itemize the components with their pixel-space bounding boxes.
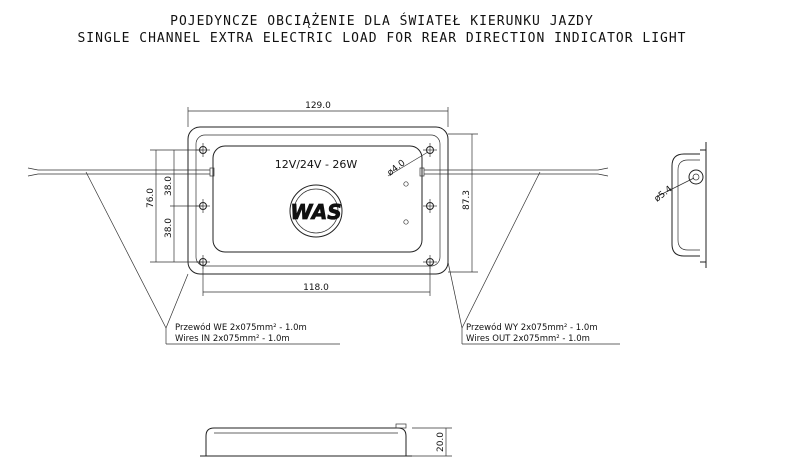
front-view: 12V/24V - 26W WAS 129.0 118.0 87.3 — [146, 101, 478, 296]
side-hole — [688, 169, 704, 185]
rating-label: 12V/24V - 26W — [275, 158, 358, 171]
was-logo: WAS — [289, 184, 343, 238]
housing-inner-outline — [195, 134, 441, 267]
svg-text:87.3: 87.3 — [462, 190, 472, 210]
title-english: SINGLE CHANNEL EXTRA ELECTRIC LOAD FOR R… — [77, 31, 687, 46]
dim-hole-spacing: 118.0 — [202, 262, 431, 296]
bottom-view: 20.0 — [200, 423, 452, 457]
wire-entry-right — [419, 167, 425, 177]
svg-text:Wires IN 2x075mm² - 1.0m: Wires IN 2x075mm² - 1.0m — [175, 334, 290, 344]
wires-in-note: Przewód WE 2x075mm² - 1.0m Wires IN 2x07… — [165, 322, 340, 345]
dim-overall-width: 129.0 — [187, 101, 449, 127]
wires-out-note: Przewód WY 2x075mm² - 1.0m Wires OUT 2x0… — [461, 322, 620, 345]
title-polish: POJEDYNCZE OBCIĄŻENIE DLA ŚWIATEŁ KIERUN… — [170, 14, 594, 29]
svg-text:76.0: 76.0 — [146, 188, 156, 208]
dim-hole-height: 76.0 38.0 38.0 — [146, 149, 203, 263]
dim-lower-half: 38.0 — [164, 218, 174, 238]
side-view: ø5.4 — [653, 142, 707, 268]
svg-text:Wires OUT 2x075mm² - 1.0m: Wires OUT 2x075mm² - 1.0m — [466, 334, 590, 344]
svg-text:ø4.0: ø4.0 — [386, 158, 408, 178]
wires — [27, 167, 609, 329]
svg-text:Przewód WE 2x075mm² - 1.0m: Przewód WE 2x075mm² - 1.0m — [175, 322, 307, 333]
bottom-height-dim: 20.0 — [436, 432, 446, 452]
side-hole-diameter: ø5.4 — [653, 184, 675, 204]
wire-entry-left — [209, 167, 215, 177]
svg-text:118.0: 118.0 — [303, 283, 329, 293]
svg-text:Przewód WY 2x075mm² - 1.0m: Przewód WY 2x075mm² - 1.0m — [466, 322, 598, 333]
svg-text:WAS: WAS — [290, 200, 341, 224]
housing-outline — [187, 126, 449, 275]
svg-text:129.0: 129.0 — [305, 101, 331, 111]
dim-overall-height: 87.3 — [448, 133, 478, 273]
dim-upper-half: 38.0 — [164, 176, 174, 196]
front-panel — [212, 145, 423, 253]
